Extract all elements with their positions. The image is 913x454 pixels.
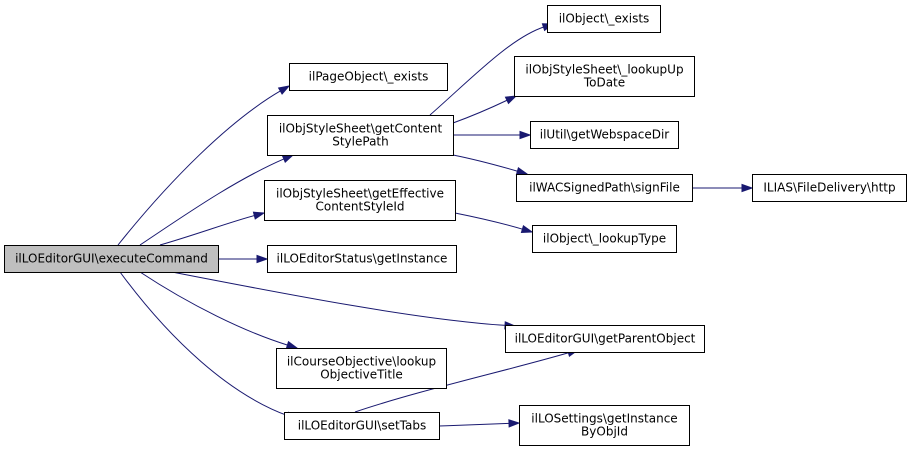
edge-arrowhead <box>520 224 534 234</box>
node-box <box>289 63 448 91</box>
node-label: ObjectiveTitle <box>320 368 403 382</box>
edge-line <box>117 90 282 246</box>
node-label: ilLOEditorStatus\getInstance <box>277 252 448 266</box>
node-box <box>267 245 457 273</box>
edge-root-to-settabs <box>119 271 299 420</box>
node-getparentobject[interactable]: ilLOEditorGUI\getParentObject <box>505 325 705 353</box>
edge-root-to-lostatus <box>218 254 269 264</box>
edge-arrowhead <box>252 211 266 220</box>
node-label: StylePath <box>332 135 389 149</box>
edges-layer <box>117 23 754 428</box>
node-box <box>532 225 677 253</box>
node-box <box>519 405 690 446</box>
edge-settabs-to-losettings <box>438 419 521 428</box>
node-box <box>264 180 456 221</box>
edge-arrowhead <box>519 130 532 140</box>
edge-arrowhead <box>508 419 521 428</box>
node-label: ByObjId <box>581 425 628 439</box>
node-box <box>547 5 661 33</box>
edge-arrowhead <box>285 340 299 349</box>
edge-getcontentstylepath-to-signfile <box>452 154 529 176</box>
node-lostatus[interactable]: ilLOEditorStatus\getInstance <box>267 245 457 273</box>
node-box <box>505 325 705 353</box>
node-label: ToDate <box>583 76 625 90</box>
edge-root-to-pageobj_exists <box>117 85 291 246</box>
edge-line <box>429 26 545 116</box>
edge-signfile-to-filedelivery <box>692 183 754 193</box>
node-box <box>514 56 695 97</box>
edge-line <box>454 212 524 230</box>
node-label: ilLOEditorGUI\getParentObject <box>515 332 696 346</box>
node-box <box>530 121 679 149</box>
node-label: ilObject\_exists <box>559 12 650 26</box>
edge-line <box>159 214 256 246</box>
node-label: ILIAS\FileDelivery\http <box>763 181 895 195</box>
edge-line <box>139 158 285 246</box>
nodes-layer: ilLOEditorGUI\executeCommand ilPageObject… <box>4 5 907 446</box>
node-geteffective[interactable]: ilObjStyleSheet\getEffectiveContentStyle… <box>264 180 456 221</box>
edge-arrowhead <box>277 85 291 95</box>
edge-line <box>354 352 570 413</box>
edge-geteffective-to-lookuptype <box>454 212 534 234</box>
node-settabs[interactable]: ilLOEditorGUI\setTabs <box>284 412 440 440</box>
node-box <box>284 412 440 440</box>
edge-root-to-courseobjective <box>139 271 299 349</box>
edge-line <box>452 154 519 172</box>
edge-line <box>438 422 511 427</box>
edge-line <box>139 271 289 346</box>
node-box <box>267 115 454 156</box>
node-label: ilWACSignedPath\signFile <box>529 181 680 195</box>
node-label: ilLOEditorGUI\executeCommand <box>15 252 208 266</box>
node-signfile[interactable]: ilWACSignedPath\signFile <box>516 174 693 202</box>
edge-arrowhead <box>515 167 529 176</box>
edge-line <box>452 99 509 124</box>
node-filedelivery[interactable]: ILIAS\FileDelivery\http <box>752 174 907 202</box>
edge-arrowhead <box>504 95 518 105</box>
node-label: ilCourseObjective\lookup <box>287 355 436 369</box>
edge-arrowhead <box>256 254 269 264</box>
node-pageobj_exists[interactable]: ilPageObject\_exists <box>289 63 448 91</box>
node-label: ilLOEditorGUI\setTabs <box>298 419 426 433</box>
node-object_exists[interactable]: ilObject\_exists <box>547 5 661 33</box>
node-label: ilObjStyleSheet\_lookupUp <box>525 63 683 77</box>
edge-line <box>119 271 289 417</box>
node-box <box>752 174 907 202</box>
edge-root-to-geteffective <box>159 211 266 246</box>
edge-root-to-getparentobject <box>171 271 517 330</box>
node-label: ilLOSettings\getInstance <box>531 412 677 426</box>
node-box <box>4 245 219 273</box>
node-box <box>516 174 693 202</box>
node-label: ilPageObject\_exists <box>309 70 429 84</box>
edge-arrowhead <box>281 154 295 164</box>
node-label: ilObjStyleSheet\getEffective <box>276 187 444 201</box>
node-webspacedir[interactable]: ilUtil\getWebspaceDir <box>530 121 679 149</box>
node-root[interactable]: ilLOEditorGUI\executeCommand <box>4 245 219 273</box>
node-label: ContentStyleId <box>315 200 404 214</box>
node-label: ilUtil\getWebspaceDir <box>540 128 670 142</box>
edge-arrowhead <box>741 183 754 193</box>
node-label: ilObject\_lookupType <box>543 232 666 246</box>
node-label: ilObjStyleSheet\getContent <box>279 122 443 136</box>
edge-line <box>171 271 507 326</box>
node-lookuptype[interactable]: ilObject\_lookupType <box>532 225 677 253</box>
edge-getcontentstylepath-to-lookupuptodate <box>452 95 518 124</box>
edge-getcontentstylepath-to-webspacedir <box>453 130 532 140</box>
node-box <box>276 348 447 389</box>
